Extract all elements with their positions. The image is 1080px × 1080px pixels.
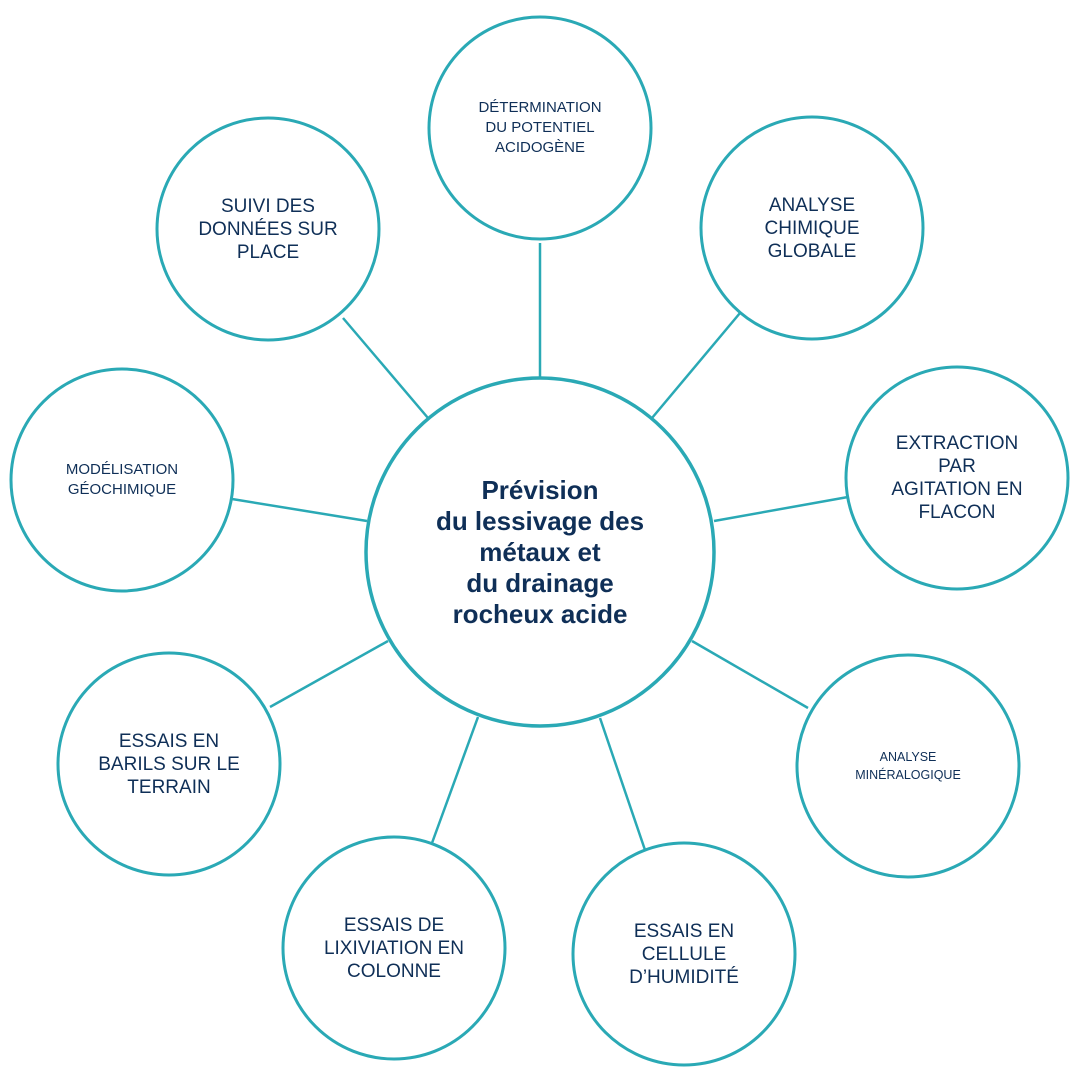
node-upper-left-circle xyxy=(155,116,381,342)
node-bottom-right-line: CELLULE xyxy=(641,943,727,965)
connector-upper-right xyxy=(651,312,741,419)
connector-lower-left xyxy=(269,639,389,709)
node-upper-right-label: ANALYSE CHIMIQUE GLOBALE xyxy=(712,178,912,278)
center-title-line: Prévision xyxy=(481,474,599,505)
node-left-line: GÉOCHIMIQUE xyxy=(67,481,177,498)
node-bottom-left-line: COLONNE xyxy=(347,960,441,982)
node-right-line: EXTRACTION xyxy=(895,433,1019,454)
node-lower-right-line: ANALYSE xyxy=(879,750,937,764)
connector-bottom-left xyxy=(430,716,480,844)
connector-bottom-right xyxy=(598,717,647,851)
node-upper-right-line: GLOBALE xyxy=(767,240,857,262)
connector-left xyxy=(231,497,368,523)
node-top-circle xyxy=(427,15,653,241)
node-bottom-right-label: ESSAIS EN CELLULE D’HUMIDITÉ xyxy=(584,904,784,1004)
node-top-label: DÉTERMINATION DU POTENTIEL ACIDOGÈNE xyxy=(440,78,640,178)
node-bottom-left-circle xyxy=(281,835,507,1061)
node-upper-right-line: ANALYSE xyxy=(768,194,856,216)
connector-lower-right xyxy=(691,639,809,710)
node-lower-right-line: MINÉRALOGIQUE xyxy=(855,768,961,782)
node-left-line: MODÉLISATION xyxy=(65,461,179,478)
node-right-label: EXTRACTION PAR AGITATION EN FLACON xyxy=(857,418,1057,538)
node-right-circle xyxy=(844,365,1070,591)
node-top-line: DÉTERMINATION xyxy=(478,99,602,116)
node-right-line: PAR xyxy=(938,456,976,477)
node-upper-left-line: DONNÉES SUR xyxy=(198,218,338,240)
node-upper-left-label: SUIVI DES DONNÉES SUR PLACE xyxy=(168,179,368,279)
node-bottom-right-line: D’HUMIDITÉ xyxy=(629,966,739,988)
connector-upper-left xyxy=(342,317,429,419)
center-title-line: du drainage xyxy=(466,567,614,598)
node-top-line: ACIDOGÈNE xyxy=(494,139,585,156)
node-bottom-left-line: LIXIVIATION EN xyxy=(323,937,465,959)
node-bottom-right-circle xyxy=(571,841,797,1067)
node-lower-right-circle xyxy=(795,653,1021,879)
node-lower-left-label: ESSAIS EN BARILS SUR LE TERRAIN xyxy=(69,714,269,814)
node-lower-left-line: BARILS SUR LE xyxy=(98,753,240,775)
node-left-label: MODÉLISATION GÉOCHIMIQUE xyxy=(22,450,222,510)
center-title-line: métaux et xyxy=(479,536,601,567)
node-upper-left-line: PLACE xyxy=(236,241,300,263)
node-right-line: FLACON xyxy=(918,502,996,523)
node-top-line: DU POTENTIEL xyxy=(485,119,595,136)
node-upper-right-line: CHIMIQUE xyxy=(764,217,860,239)
center-title-line: rocheux acide xyxy=(452,598,628,629)
node-lower-left-circle xyxy=(56,651,282,877)
node-left-circle xyxy=(9,367,235,593)
node-lower-left-line: ESSAIS EN xyxy=(118,730,220,752)
node-bottom-left-line: ESSAIS DE xyxy=(343,914,445,936)
node-lower-right-label: ANALYSE MINÉRALOGIQUE xyxy=(808,736,1008,796)
node-right-line: AGITATION EN xyxy=(891,479,1023,500)
node-bottom-right-line: ESSAIS EN xyxy=(633,920,735,942)
node-upper-left-line: SUIVI DES xyxy=(221,195,315,217)
center-title: Prévision du lessivage des métaux et du … xyxy=(390,467,690,637)
center-circle xyxy=(364,376,716,728)
connector-right xyxy=(713,495,849,523)
node-bottom-left-label: ESSAIS DE LIXIVIATION EN COLONNE xyxy=(294,898,494,998)
node-lower-left-line: TERRAIN xyxy=(127,776,211,798)
center-title-line: du lessivage des xyxy=(435,505,645,536)
node-upper-right-circle xyxy=(699,115,925,341)
